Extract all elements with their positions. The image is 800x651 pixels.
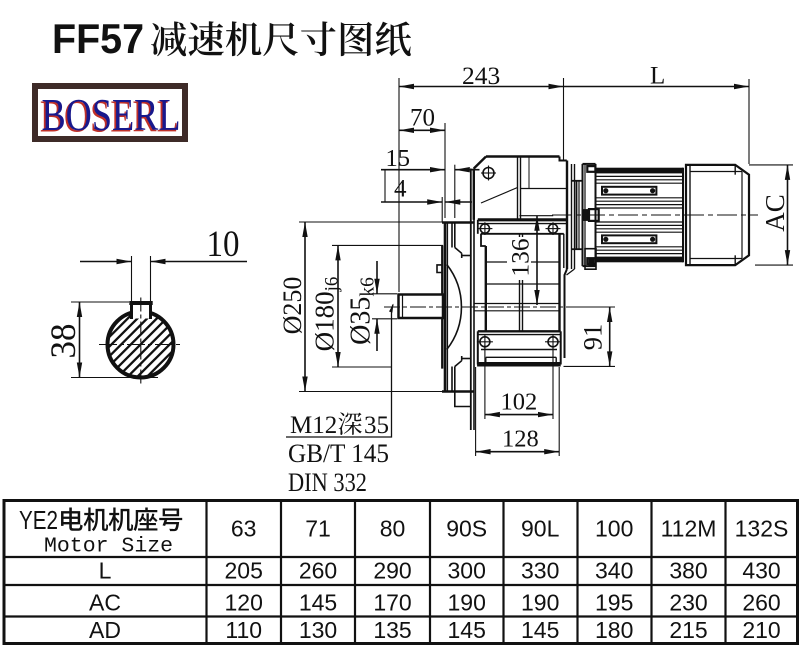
svg-text:243: 243 <box>462 61 500 90</box>
svg-text:AC: AC <box>760 194 790 232</box>
svg-text:260: 260 <box>299 558 337 584</box>
svg-text:YE2: YE2 <box>19 505 58 535</box>
svg-text:80: 80 <box>380 516 406 542</box>
svg-text:430: 430 <box>742 558 780 584</box>
svg-text:Ø250: Ø250 <box>278 277 307 335</box>
svg-text:130: 130 <box>299 617 337 643</box>
svg-text:230: 230 <box>669 590 707 616</box>
svg-text:340: 340 <box>595 558 633 584</box>
svg-text:210: 210 <box>742 617 780 643</box>
svg-text:38: 38 <box>43 324 83 359</box>
svg-text:215: 215 <box>669 617 707 643</box>
svg-text:L: L <box>650 63 665 90</box>
svg-text:120: 120 <box>225 590 263 616</box>
svg-text:71: 71 <box>305 516 331 542</box>
svg-text:300: 300 <box>448 558 486 584</box>
svg-text:L: L <box>99 558 112 584</box>
svg-text:195: 195 <box>595 590 633 616</box>
svg-text:260: 260 <box>742 590 780 616</box>
svg-text:290: 290 <box>373 558 411 584</box>
svg-text:145: 145 <box>299 590 337 616</box>
svg-text:Ø35k6: Ø35k6 <box>346 277 379 345</box>
svg-text:AC: AC <box>89 590 121 616</box>
svg-text:15: 15 <box>386 145 411 172</box>
svg-text:128: 128 <box>502 426 539 453</box>
svg-text:AD: AD <box>89 617 121 643</box>
svg-text:100: 100 <box>595 516 633 542</box>
svg-text:70: 70 <box>410 105 435 132</box>
svg-text:63: 63 <box>231 516 257 542</box>
svg-text:FF57: FF57 <box>52 15 144 62</box>
svg-text:180: 180 <box>595 617 633 643</box>
svg-text:BOSERL: BOSERL <box>40 90 179 141</box>
svg-text:90S: 90S <box>446 516 487 542</box>
svg-text:170: 170 <box>373 590 411 616</box>
svg-text:4: 4 <box>394 176 407 203</box>
svg-text:90L: 90L <box>521 516 560 542</box>
svg-text:145: 145 <box>521 617 559 643</box>
svg-text:91: 91 <box>578 324 608 351</box>
svg-text:10: 10 <box>207 224 240 265</box>
svg-text:132S: 132S <box>735 516 789 542</box>
svg-text:190: 190 <box>521 590 559 616</box>
svg-text:205: 205 <box>225 558 263 584</box>
svg-text:M12: M12 <box>290 412 337 439</box>
svg-text:135: 135 <box>373 617 411 643</box>
svg-text:DIN 332: DIN 332 <box>288 468 367 497</box>
svg-text:GB/T 145: GB/T 145 <box>288 439 389 468</box>
svg-text:145: 145 <box>448 617 486 643</box>
svg-text:380: 380 <box>669 558 707 584</box>
svg-text:110: 110 <box>225 617 262 643</box>
svg-text:Ø180j6: Ø180j6 <box>310 277 343 352</box>
svg-text:136: 136 <box>506 238 535 276</box>
svg-text:Motor Size: Motor Size <box>44 535 173 559</box>
svg-text:190: 190 <box>448 590 486 616</box>
svg-text:112M: 112M <box>661 516 717 542</box>
svg-text:35: 35 <box>364 412 389 439</box>
svg-text:330: 330 <box>521 558 559 584</box>
svg-text:BOSERL: BOSERL <box>42 89 181 140</box>
svg-text:102: 102 <box>501 389 538 416</box>
